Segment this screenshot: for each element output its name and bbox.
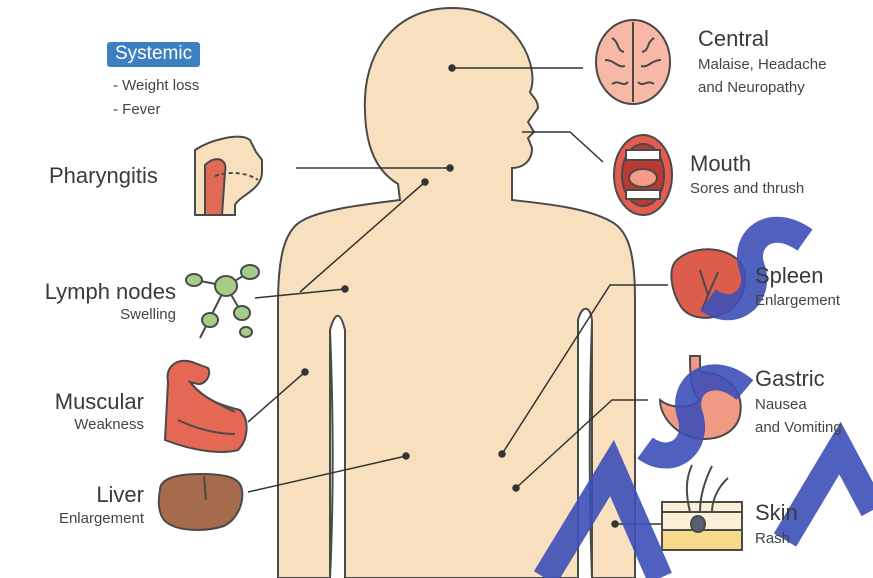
muscular-sub: Weakness bbox=[10, 416, 144, 433]
spleen-sub: Enlargement bbox=[755, 292, 840, 309]
gastric-sub-1: Nausea bbox=[755, 396, 807, 413]
liver-title: Liver bbox=[10, 482, 144, 508]
skin-sub: Rash bbox=[755, 530, 790, 547]
gastric-title: Gastric bbox=[755, 366, 825, 392]
skin-hair-icon bbox=[662, 465, 742, 550]
systemic-item-weight-loss: - Weight loss bbox=[113, 77, 199, 94]
systemic-item-fever: - Fever bbox=[113, 101, 161, 118]
pharyngitis-title: Pharyngitis bbox=[49, 163, 158, 189]
systemic-badge: Systemic bbox=[107, 42, 200, 67]
central-sub-2: and Neuropathy bbox=[698, 79, 805, 96]
throat-icon bbox=[195, 137, 262, 215]
brain-icon bbox=[596, 20, 670, 104]
gastric-sub-2: and Vomiting bbox=[755, 419, 842, 436]
liver-icon bbox=[159, 474, 243, 530]
arm-muscle-icon bbox=[165, 361, 247, 452]
muscular-title: Muscular bbox=[10, 389, 144, 415]
lymph-node-icon bbox=[186, 265, 259, 338]
spleen-title: Spleen bbox=[755, 263, 824, 289]
central-title: Central bbox=[698, 26, 769, 52]
central-sub-1: Malaise, Headache bbox=[698, 56, 826, 73]
lymph-nodes-sub: Swelling bbox=[10, 306, 176, 323]
lymph-nodes-title: Lymph nodes bbox=[10, 279, 176, 305]
mouth-sub: Sores and thrush bbox=[690, 180, 804, 197]
mouth-title: Mouth bbox=[690, 151, 751, 177]
mouth-icon bbox=[614, 135, 672, 215]
skin-title: Skin bbox=[755, 500, 798, 526]
liver-sub: Enlargement bbox=[10, 510, 144, 527]
